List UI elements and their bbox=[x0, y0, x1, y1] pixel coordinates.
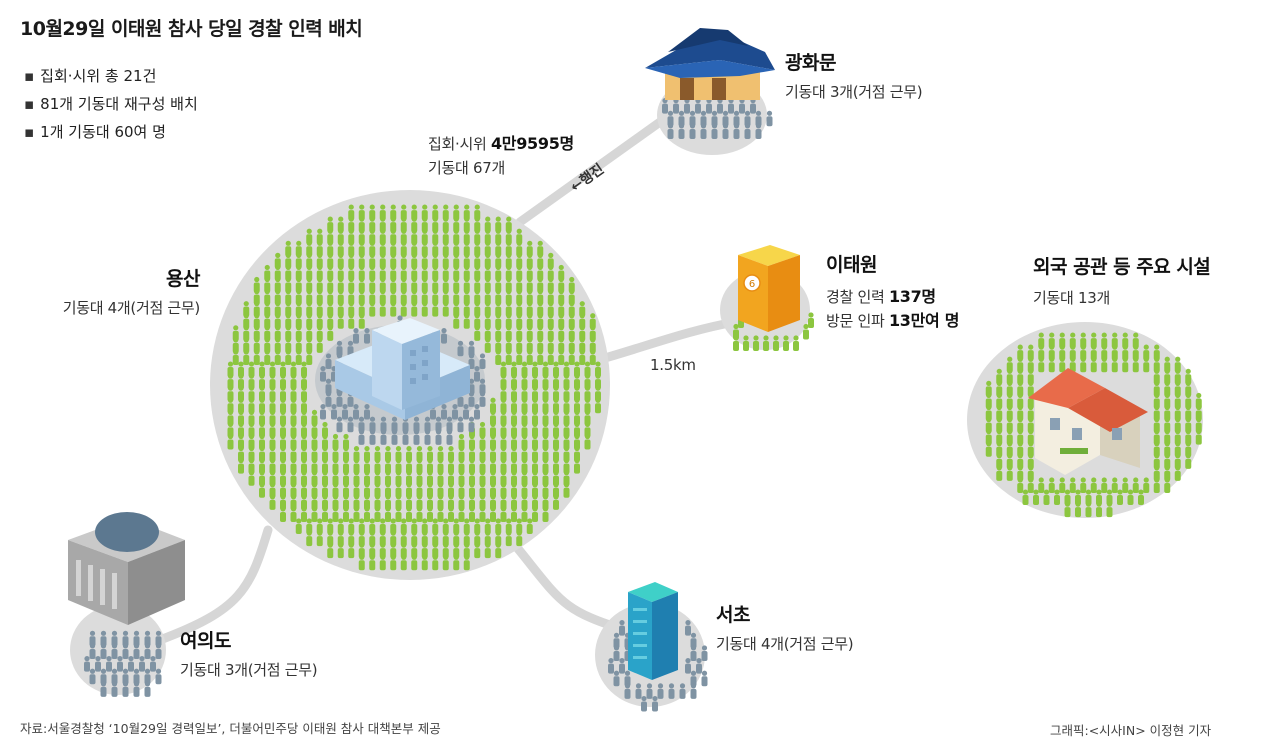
summary-bullets: 집회·시위 총 21건 81개 기동대 재구성 배치 1개 기동대 60여 명 bbox=[24, 62, 198, 146]
seocho-building-icon bbox=[628, 582, 678, 680]
yeouido-name: 여의도 bbox=[180, 630, 231, 652]
itaewon-line2-prefix: 방문 인파 bbox=[826, 312, 889, 330]
itaewon-line1-prefix: 경찰 인력 bbox=[826, 288, 889, 306]
yongsan-building-icon bbox=[315, 318, 485, 435]
embassy-crowd bbox=[985, 332, 1202, 518]
embassies-label: 외국 공관 등 주요 시설 기동대 13개 bbox=[1033, 252, 1211, 308]
yeouido-detail: 기동대 3개(거점 근무) bbox=[180, 661, 318, 679]
seocho-label: 서초 기동대 4개(거점 근무) bbox=[716, 600, 854, 654]
itaewon-building-number: 6 bbox=[749, 279, 755, 290]
gwanghwamun-name: 광화문 bbox=[785, 52, 836, 74]
rally-units: 기동대 67개 bbox=[428, 159, 505, 177]
gwanghwamun-gate-icon bbox=[645, 28, 775, 100]
source-note: 자료:서울경찰청 ‘10월29일 경력일보’, 더불어민주당 이태원 참사 대책… bbox=[20, 721, 441, 736]
yeouido-building-icon bbox=[68, 512, 185, 625]
gwanghwamun-label: 광화문 기동대 3개(거점 근무) bbox=[785, 48, 923, 102]
yongsan-crowd bbox=[227, 204, 601, 571]
itaewon-label: 이태원 경찰 인력 137명 방문 인파 13만여 명 bbox=[826, 250, 959, 333]
itaewon-building-icon: 6 bbox=[738, 245, 800, 332]
yongsan-detail: 기동대 4개(거점 근무) bbox=[62, 299, 201, 317]
road-to-yeouido bbox=[155, 525, 273, 645]
rally-value: 4만9595명 bbox=[490, 134, 574, 153]
itaewon-name: 이태원 bbox=[826, 254, 877, 276]
graphic-credit: 그래픽:<시사IN> 이정현 기자 bbox=[1050, 723, 1212, 738]
yongsan-name: 용산 bbox=[166, 268, 200, 290]
itaewon-police-count: 137명 bbox=[888, 287, 936, 306]
yeouido-label: 여의도 기동대 3개(거점 근무) bbox=[180, 626, 318, 680]
yeouido-crowd bbox=[84, 630, 162, 697]
rally-label: 집회·시위 4만9595명 기동대 67개 bbox=[428, 132, 574, 180]
roads bbox=[155, 117, 740, 645]
embassies-name: 외국 공관 등 주요 시설 bbox=[1033, 256, 1211, 278]
road-to-seocho bbox=[510, 540, 630, 635]
embassy-house-icon bbox=[1028, 368, 1148, 475]
gwanghwamun-detail: 기동대 3개(거점 근무) bbox=[785, 83, 923, 101]
road-to-itaewon bbox=[600, 317, 740, 363]
rally-prefix: 집회·시위 bbox=[428, 135, 491, 153]
road-to-gwanghwamun bbox=[515, 117, 665, 227]
itaewon-visitor-count: 13만여 명 bbox=[888, 311, 960, 330]
page-title: 10월29일 이태원 참사 당일 경찰 인력 배치 bbox=[20, 18, 363, 40]
embassies-detail: 기동대 13개 bbox=[1033, 289, 1110, 307]
seocho-name: 서초 bbox=[716, 604, 750, 626]
bullet-item: 집회·시위 총 21건 bbox=[24, 62, 198, 90]
yongsan-label: 용산 기동대 4개(거점 근무) bbox=[32, 264, 201, 318]
seocho-detail: 기동대 4개(거점 근무) bbox=[716, 635, 854, 653]
distance-label: 1.5km bbox=[650, 356, 696, 374]
bullet-item: 1개 기동대 60여 명 bbox=[24, 118, 198, 146]
bullet-item: 81개 기동대 재구성 배치 bbox=[24, 90, 198, 118]
